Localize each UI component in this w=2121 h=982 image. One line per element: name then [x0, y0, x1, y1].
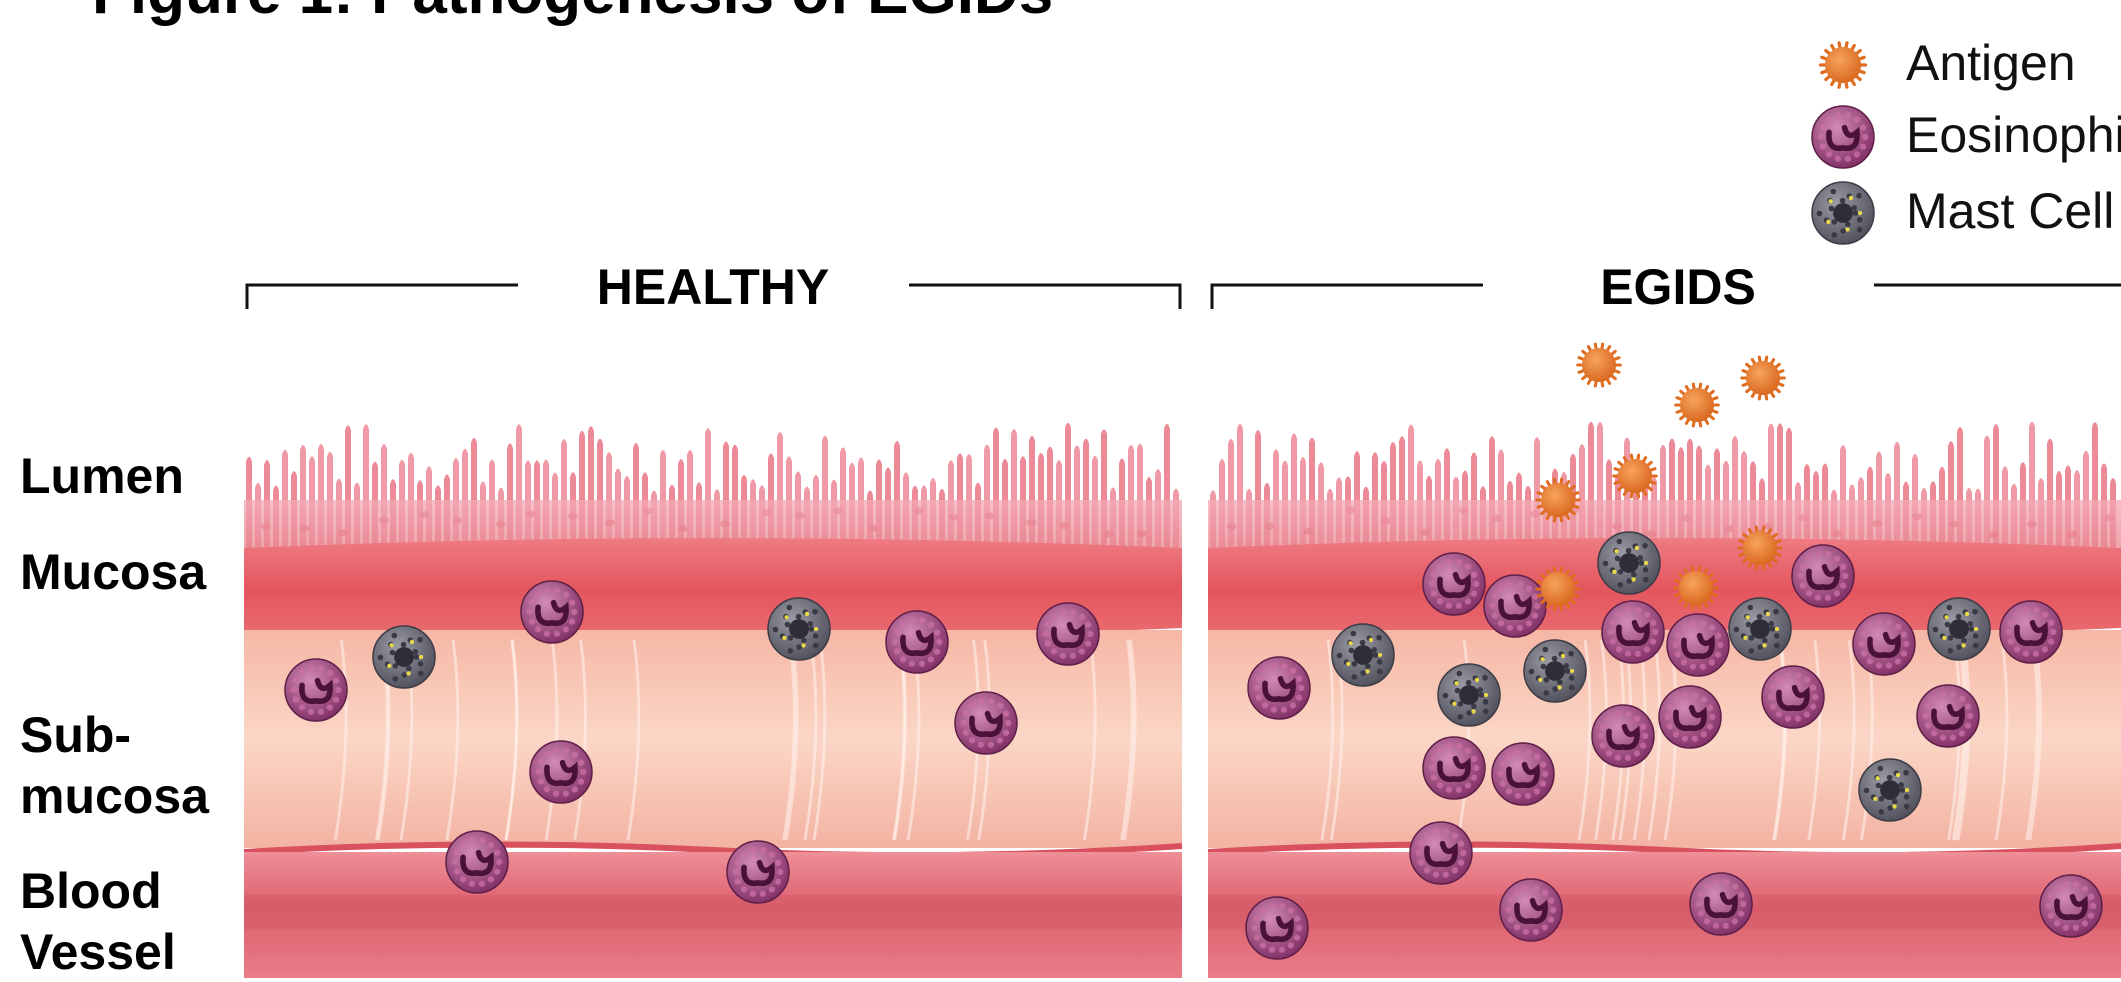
eosinophil-cell: [1592, 705, 1654, 767]
layer-label-mucosa: Mucosa: [20, 542, 206, 602]
eosinophil-cell: [2040, 875, 2102, 937]
eosinophil-cell: [1500, 879, 1562, 941]
eosinophil-cell: [1602, 601, 1664, 663]
eosinophil-cell: [446, 831, 508, 893]
mast-cell: [1928, 598, 1990, 660]
layer-label-submucosa-1: Sub-: [20, 705, 131, 765]
mast-cell: [373, 626, 435, 688]
eosinophil-cell: [1410, 822, 1472, 884]
eosinophil-cell: [886, 611, 948, 673]
layer-label-blood-1: Blood: [20, 861, 162, 921]
eosinophil-cell: [1492, 743, 1554, 805]
eosinophil-cell: [1792, 545, 1854, 607]
eosinophil-cell: [285, 659, 347, 721]
eosinophil-cell: [1423, 553, 1485, 615]
eosinophil-cell: [1484, 575, 1546, 637]
mast-cell: [1438, 664, 1500, 726]
eosinophil-cell: [1037, 603, 1099, 665]
mast-cell: [768, 598, 830, 660]
eosinophil-cell: [727, 841, 789, 903]
eosinophil-cell: [1659, 686, 1721, 748]
antigen-particle: [1676, 384, 1719, 426]
panel-title-healthy: HEALTHY: [530, 262, 896, 312]
eosinophil-cell: [1917, 685, 1979, 747]
eosinophil-cell: [955, 692, 1017, 754]
layer-label-lumen: Lumen: [20, 446, 184, 506]
mast-cell: [1598, 532, 1660, 594]
antigen-particle: [1578, 344, 1621, 386]
eosinophil-cell: [1246, 897, 1308, 959]
eosinophil-cell: [1762, 666, 1824, 728]
panel-title-egids: EGIDS: [1495, 262, 1861, 312]
mast-cell: [1859, 759, 1921, 821]
antigen-particle: [1742, 357, 1785, 399]
eosinophil-cell: [530, 741, 592, 803]
eosinophil-cell: [1853, 613, 1915, 675]
eosinophil-cell: [2000, 601, 2062, 663]
eosinophil-cell: [1248, 657, 1310, 719]
eosinophil-cell: [1423, 737, 1485, 799]
layer-label-blood-2: Vessel: [20, 922, 176, 982]
layer-label-submucosa-2: mucosa: [20, 766, 209, 826]
mast-cell: [1332, 624, 1394, 686]
mast-cell: [1729, 598, 1791, 660]
eosinophil-cell: [1667, 614, 1729, 676]
mast-cell: [1524, 640, 1586, 702]
eosinophil-cell: [1690, 873, 1752, 935]
eosinophil-cell: [521, 581, 583, 643]
healthy-tissue-panel: [244, 423, 1182, 978]
